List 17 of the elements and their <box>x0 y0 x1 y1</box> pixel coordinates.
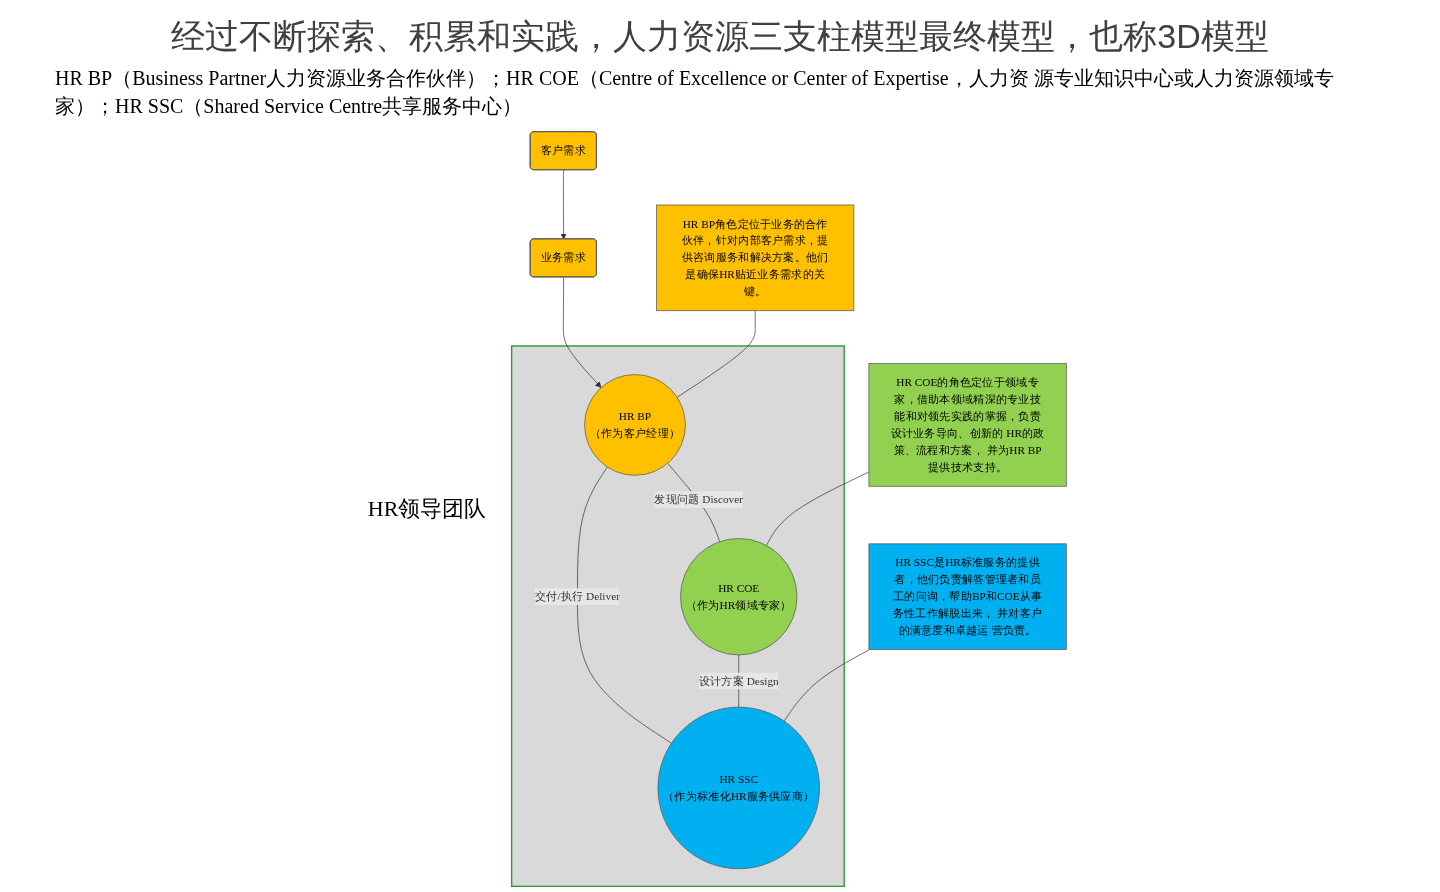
title: 经过不断探索、积累和实践，人力资源三支柱模型最终模型，也称3D模型 <box>171 16 1269 57</box>
edge-label: 设计方案 Design <box>699 674 779 687</box>
connector <box>784 649 871 722</box>
cluster <box>511 345 846 888</box>
node-box: HR BP角色定位于业务的合作伙伴，针对内部客户需求，提供咨询服务和解决方案。他们是确保HR贴近业务需求的关键。 <box>656 204 855 312</box>
edge-label: 交付/执行 Deliver <box>535 590 621 603</box>
node-circle: HR COE （作为HR领域专家） <box>680 538 798 656</box>
node-box: HR SSC是HR标准服务的提供者，他们负责解答管理者和员工的问询，帮助BP和COE从事务性工作解脱出来， 并对客户的满意度和卓越运 营负责。 <box>868 543 1067 650</box>
connector <box>766 471 870 546</box>
connector <box>677 310 756 398</box>
node-circle: HR SSC （作为标准化HR服务供应商） <box>657 706 821 870</box>
connector <box>577 466 673 744</box>
edge-label: 发现问题 Discover <box>654 493 744 506</box>
node-box: HR COE的角色定位于领域专家，借助本领域精深的专业技能和对领先实践的掌握，负责设计业务导向、创新的 HR的政策、流程和方案， 并为HR BP提供技术支持。 <box>868 363 1067 487</box>
team-label: HR领导团队 <box>367 495 487 523</box>
subtitle: HR BP（Business Partner人力资源业务合作伙伴）；HR COE（Centre of Excellence or Center of Expertise，人力资 源专业知识中心或人力资源领域专家）；HR SSC（Shared Service Centre共享服务中心） <box>55 66 1335 119</box>
node-circle: HR BP （作为客户经理） <box>584 374 687 476</box>
